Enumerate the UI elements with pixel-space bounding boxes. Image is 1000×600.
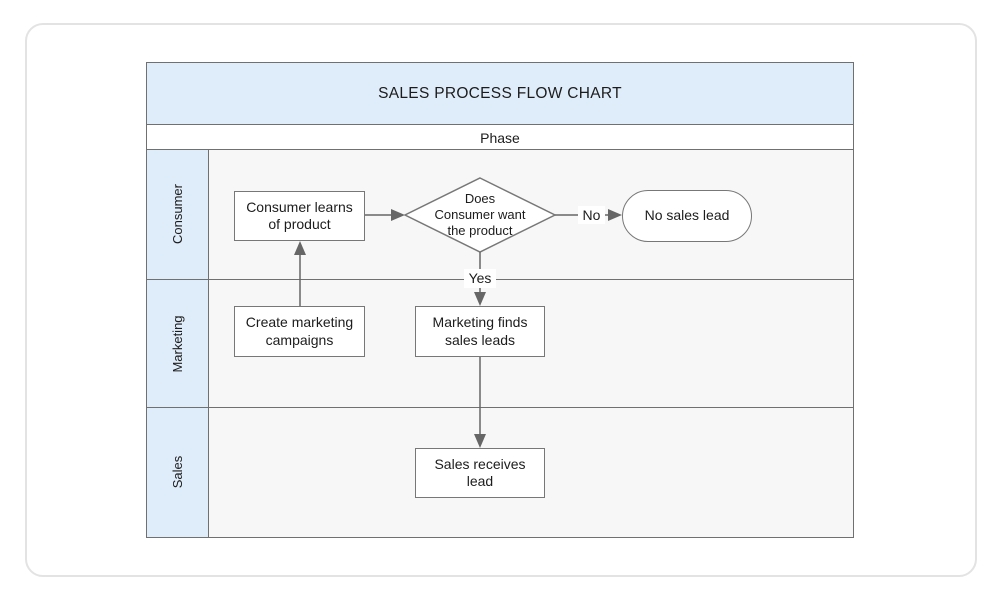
node-label: Create marketing campaigns [245,314,354,348]
node-label: Consumer learns of product [246,198,353,233]
node-no-sales-lead: No sales lead [622,190,752,242]
page-title: SALES PROCESS FLOW CHART [378,84,622,102]
lane-label-consumer: Consumer [170,184,185,244]
edge-label-yes: Yes [464,269,496,288]
node-consumer-learns: Consumer learns of product [234,191,365,241]
node-label: No sales lead [644,207,730,224]
node-create-campaigns: Create marketing campaigns [234,306,365,357]
lane-label-sales: Sales [170,455,185,489]
node-label: Sales receives lead [434,455,526,490]
node-label: Does Consumer want the product [434,190,526,239]
node-sales-receives: Sales receives lead [415,448,545,498]
phase-row: Phase [146,124,854,151]
flowchart-title-bar: SALES PROCESS FLOW CHART [146,62,854,125]
lane-label-cell-consumer [146,149,209,280]
lane-label-marketing: Marketing [170,315,185,373]
phase-label: Phase [480,129,520,146]
edge-label-no: No [578,206,605,224]
node-decision: Does Consumer want the product [410,183,550,247]
node-marketing-finds: Marketing finds sales leads [415,306,545,357]
lane-label-cell-sales [146,407,209,538]
node-label: Marketing finds sales leads [432,314,528,348]
